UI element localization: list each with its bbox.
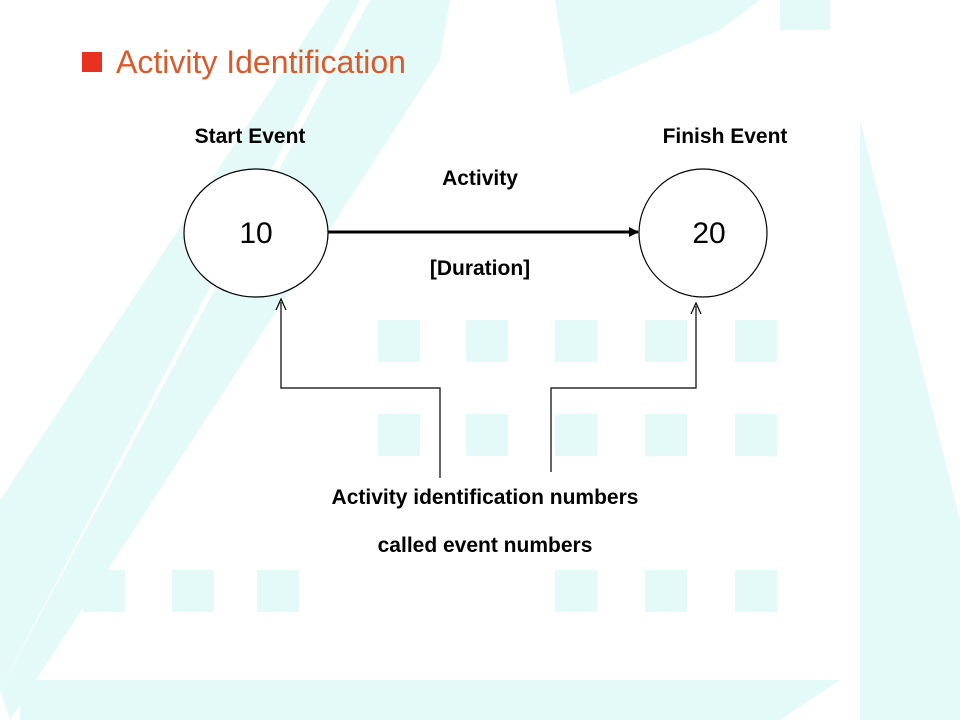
finish-pointer-line (550, 306, 697, 472)
note-line-2: called event numbers (377, 534, 593, 557)
activity-label: Activity (442, 167, 518, 190)
finish-event-number: 20 (692, 217, 726, 250)
duration-label: [Duration] (429, 257, 531, 280)
start-event-label: Start Event (194, 125, 306, 148)
note-line-1: Activity identification numbers (331, 486, 639, 509)
square-bullet-icon (82, 52, 102, 72)
start-pointer-head (275, 297, 287, 311)
finish-event-node (638, 168, 768, 298)
start-event-number: 10 (239, 217, 273, 250)
slide-title: Activity Identification (82, 40, 406, 84)
finish-pointer-head (690, 301, 702, 315)
start-pointer-line (280, 302, 441, 478)
finish-event-label: Finish Event (662, 125, 788, 148)
title-text: Activity Identification (116, 44, 406, 80)
